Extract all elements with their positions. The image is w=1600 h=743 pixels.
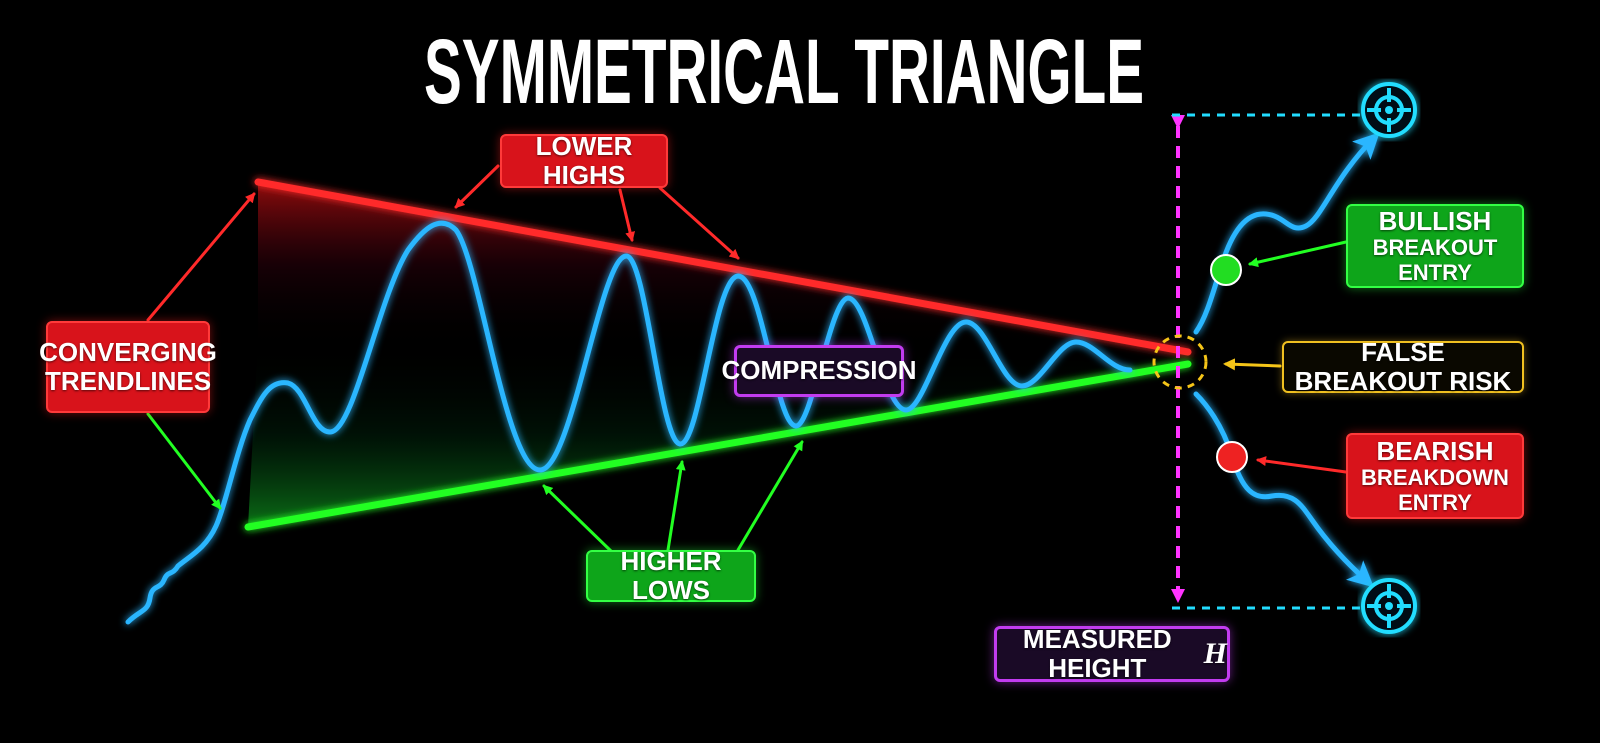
trendlines-text: TRENDLINES (44, 366, 212, 396)
breakdown-entry-text: BREAKDOWN ENTRY (1361, 464, 1509, 515)
higher-lows-label: HIGHER LOWS (586, 545, 756, 605)
crosshair-target-icon (1361, 578, 1417, 634)
false-breakout-risk-label: FALSE BREAKOUT RISK (1282, 336, 1524, 396)
upper-trendline (254, 178, 1192, 356)
bullish-entry-arrow (1248, 240, 1348, 268)
converging-upper-arrow (146, 192, 256, 322)
converging-lower-arrow (146, 412, 222, 510)
bullish-breakout-entry-label: BULLISH BREAKOUT ENTRY (1346, 204, 1524, 288)
lower-trendline (244, 360, 1192, 531)
lower-highs-arrow (618, 188, 635, 242)
converging-trendlines-label: CONVERGING TRENDLINES (39, 321, 217, 413)
page-title: SYMMETRICAL TRIANGLE (424, 21, 1144, 123)
lower-highs-text: LOWER HIGHS (535, 130, 633, 190)
higher-lows-arrow (666, 460, 686, 552)
measured-height-text: MEASURED HEIGHT (1022, 623, 1172, 683)
bearish-breakdown-entry-label: BEARISH BREAKDOWN ENTRY (1346, 433, 1524, 519)
breakout-entry-text: BREAKOUT ENTRY (1372, 234, 1498, 285)
higher-lows-arrow (736, 440, 804, 552)
converging-text: CONVERGING (39, 336, 217, 367)
lower-highs-arrow (454, 164, 500, 209)
lower-triangle-fill (248, 340, 1188, 527)
bullish-entry-dot (1210, 254, 1242, 286)
apex-circle (1152, 334, 1208, 390)
lower-highs-arrow (658, 186, 740, 260)
higher-lows-text: HIGHER LOWS (620, 545, 722, 605)
lower-highs-label: LOWER HIGHS (500, 130, 668, 190)
bearish-text: BEARISH (1376, 435, 1494, 466)
price-path (125, 220, 1133, 625)
false-breakout-text: FALSE BREAKOUT RISK (1294, 336, 1512, 396)
measured-height-label: MEASURED HEIGHT H (994, 623, 1230, 683)
compression-text: COMPRESSION (721, 355, 917, 386)
bearish-entry-arrow (1256, 456, 1348, 474)
bearish-breakdown-path (1193, 391, 1374, 588)
compression-label: COMPRESSION (721, 345, 917, 397)
annotation-arrows (146, 164, 1348, 554)
higher-lows-arrow (542, 484, 614, 554)
bearish-entry-dot (1216, 441, 1248, 473)
bullish-text: BULLISH (1378, 205, 1492, 236)
measured-height-symbol: H (1203, 637, 1227, 671)
false-breakout-arrow (1223, 358, 1282, 371)
bullish-breakout-path (1193, 132, 1380, 335)
crosshair-target-icon (1361, 82, 1417, 138)
